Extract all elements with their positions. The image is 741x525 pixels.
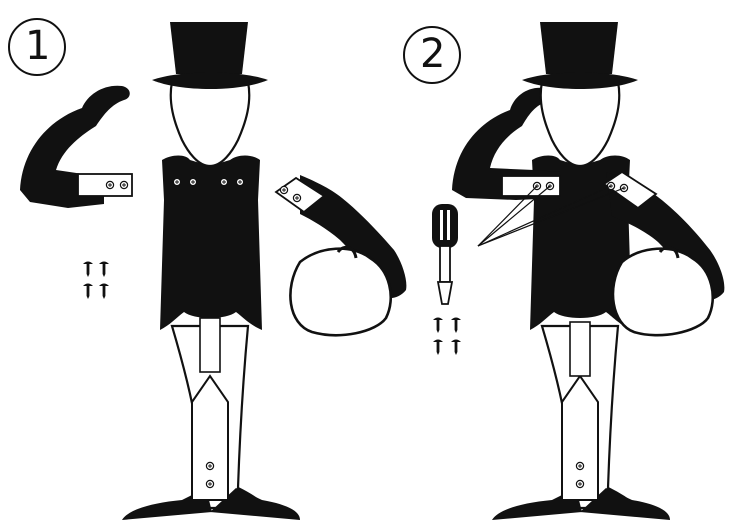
step-1-hat xyxy=(170,22,248,74)
step-2-screws xyxy=(433,317,461,355)
step-2-arm-plate xyxy=(501,175,561,197)
screwdriver-icon xyxy=(432,204,458,305)
step-1-salute-arm xyxy=(20,85,130,208)
step-1-torso xyxy=(160,155,262,330)
step-2-right-arm-plate xyxy=(602,170,658,210)
step-2-hat xyxy=(540,22,618,74)
step-2-right-boot xyxy=(580,488,670,520)
step-1-held-hat xyxy=(289,247,393,337)
step-2-number-circle xyxy=(403,26,461,84)
step-2-slot xyxy=(569,321,591,377)
step-1-figure xyxy=(8,18,407,520)
step-1-number-circle xyxy=(8,18,66,76)
step-1-slot xyxy=(199,317,221,373)
step-2-hat-brim xyxy=(522,72,638,89)
step-2-number: 2 xyxy=(420,31,446,77)
step-2-held-hat xyxy=(611,247,715,337)
step-1-left-boot xyxy=(122,488,212,520)
step-1-head xyxy=(169,80,251,168)
step-2-torso xyxy=(530,155,632,330)
step-1-right-boot xyxy=(210,488,300,520)
step-2-left-boot xyxy=(492,488,582,520)
step-2-salute-arm xyxy=(452,87,560,200)
step-2-head xyxy=(539,80,621,168)
step-1-arm-plate xyxy=(77,173,133,197)
step-2-pointer-lines xyxy=(477,185,625,247)
step-2-figure xyxy=(403,22,725,520)
step-1-screws xyxy=(83,261,109,299)
step-1-right-arm-plate xyxy=(274,176,326,214)
step-1-number: 1 xyxy=(25,23,51,69)
step-1-stand xyxy=(191,374,229,501)
step-2-stand xyxy=(561,374,599,501)
step-1-hat-brim xyxy=(152,72,268,89)
